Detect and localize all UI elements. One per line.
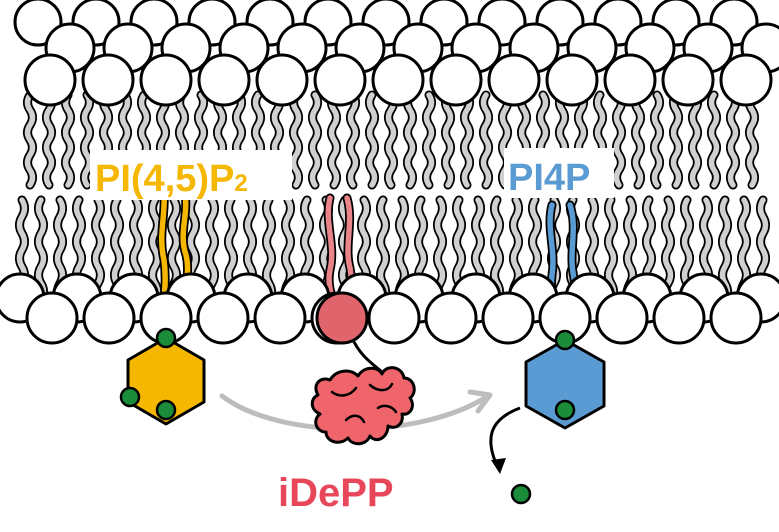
lower-lipid-tail: [206, 197, 218, 303]
lower-lipid-head: [481, 291, 535, 345]
upper-lipid-tail: [423, 92, 435, 188]
upper-lipid-head: [545, 53, 599, 107]
upper-lipid-tail: [708, 92, 720, 188]
upper-lipid-tail: [81, 92, 93, 188]
pi4p-phosphate-4: [554, 399, 576, 421]
upper-lipid-tail: [404, 92, 416, 188]
upper-lipid-tail: [442, 92, 454, 188]
upper-lipid-tail: [347, 92, 359, 188]
release-arrowhead: [491, 458, 506, 474]
lower-lipid-tail: [662, 197, 674, 303]
lower-lipid-tail: [434, 197, 446, 303]
upper-lipid-head: [429, 53, 483, 107]
conversion-arrowhead: [467, 389, 493, 414]
upper-lipid-tail: [746, 92, 758, 188]
lower-lipid-tail: [92, 197, 104, 303]
upper-lipid-head: [23, 53, 77, 107]
upper-lipid-head: [197, 53, 251, 107]
upper-lipid-tail: [62, 92, 74, 188]
lower-lipid-tail: [35, 197, 47, 303]
upper-lipid-tail: [461, 92, 473, 188]
upper-lipid-tail: [328, 92, 340, 188]
lower-lipid-head: [25, 291, 79, 345]
pi4p-label: PI4P: [508, 157, 590, 199]
lower-lipid-tail: [149, 197, 161, 303]
anchor-lipid-head: [315, 291, 369, 345]
lower-lipid-tail: [263, 197, 275, 303]
upper-lipid-tail: [385, 92, 397, 188]
upper-lipid-head: [487, 53, 541, 107]
pi4p-linker-phosphate: [554, 329, 576, 351]
lower-lipid-tail: [491, 197, 503, 303]
lower-lipid-tail: [605, 197, 617, 303]
upper-lipid-tail: [480, 92, 492, 188]
upper-lipid-head: [661, 53, 715, 107]
lower-lipid-head: [253, 291, 307, 345]
pip2-phosphate-4: [119, 386, 141, 408]
pip2-label: PI(4,5)P2: [95, 158, 248, 200]
upper-lipid-tail: [24, 92, 36, 188]
lower-leaflet-heads: [0, 272, 779, 345]
lower-lipid-head: [652, 291, 706, 345]
idepp-enzyme: [310, 366, 416, 446]
upper-lipid-tail: [366, 92, 378, 188]
upper-lipid-tail: [689, 92, 701, 188]
enzyme-linker: [350, 337, 383, 374]
pip2-label-main: PI(4,5)P: [95, 158, 234, 200]
lower-lipid-head: [82, 291, 136, 345]
lower-lipid-head: [709, 291, 763, 345]
pi4p-headgroup: [524, 329, 606, 430]
lower-lipid-head: [196, 291, 250, 345]
upper-lipid-head: [81, 53, 135, 107]
enzyme-label: iDePP: [278, 471, 394, 515]
upper-lipid-tail: [670, 92, 682, 188]
upper-lipid-tail: [727, 92, 739, 188]
upper-lipid-tail: [309, 92, 321, 188]
upper-lipid-head: [313, 53, 367, 107]
pip2-linker-phosphate: [155, 327, 177, 349]
lower-lipid-head: [424, 291, 478, 345]
pip2-label-subscript: 2: [234, 170, 247, 197]
upper-lipid-head: [603, 53, 657, 107]
lower-lipid-tail: [377, 197, 389, 303]
released-phosphate: [510, 483, 532, 505]
upper-leaflet-heads: [13, 0, 779, 107]
upper-lipid-tail: [290, 92, 302, 188]
upper-lipid-head: [719, 53, 773, 107]
lower-lipid-tail: [719, 197, 731, 303]
pip2-phosphate-5: [155, 399, 177, 421]
upper-lipid-head: [139, 53, 193, 107]
lower-lipid-head: [595, 291, 649, 345]
upper-lipid-head: [255, 53, 309, 107]
upper-lipid-head: [371, 53, 425, 107]
upper-lipid-tail: [43, 92, 55, 188]
pip2-label-background: [90, 150, 292, 200]
pip2-headgroup: [119, 327, 206, 426]
upper-lipid-tail: [632, 92, 644, 188]
upper-lipid-tail: [651, 92, 663, 188]
upper-lipid-tail: [613, 92, 625, 188]
pi4p-label-background: [504, 148, 614, 198]
lower-lipid-head: [367, 291, 421, 345]
